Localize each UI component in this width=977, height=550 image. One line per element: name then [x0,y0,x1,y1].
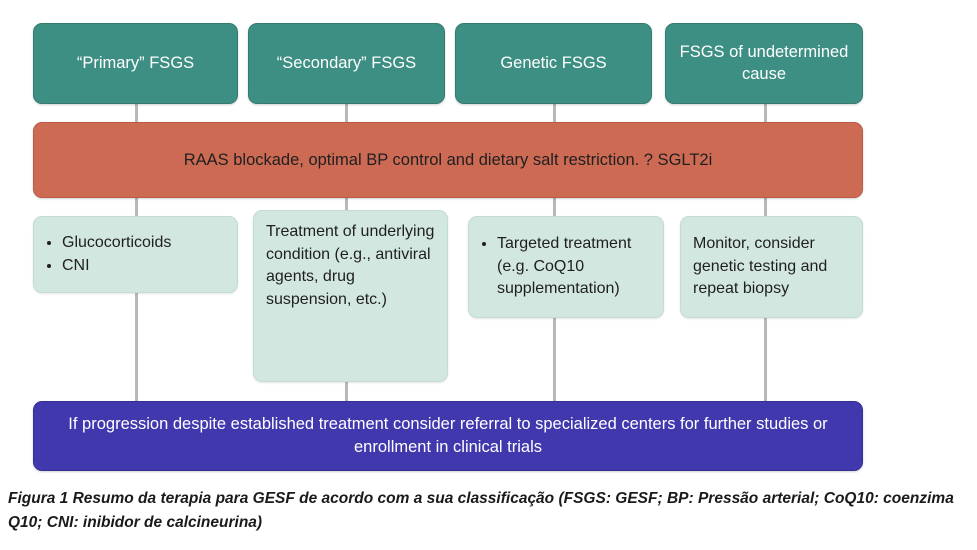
list-item: Glucocorticoids [62,232,225,255]
treatment-box-primary[interactable]: Glucocorticoids CNI [33,216,238,293]
category-box-primary-fsgs[interactable]: “Primary” FSGS [33,23,238,104]
figure-caption: Figura 1 Resumo da terapia para GESF de … [8,490,954,532]
treatment-content-undetermined: Monitor, consider genetic testing and re… [693,233,850,301]
general-measures-text: RAAS blockade, optimal BP control and di… [183,150,713,169]
treatment-list-genetic: Targeted treatment (e.g. CoQ10 supplemen… [481,233,651,301]
treatment-list-primary: Glucocorticoids CNI [46,232,225,277]
connector-cat1-to-banner [135,103,138,127]
category-label-primary-fsgs: “Primary” FSGS [76,53,195,72]
treatment-text-secondary: Treatment of underlying condition (e.g.,… [266,223,435,309]
treatment-box-genetic[interactable]: Targeted treatment (e.g. CoQ10 supplemen… [468,216,664,318]
category-box-secondary-fsgs[interactable]: “Secondary” FSGS [248,23,445,104]
treatment-box-undetermined[interactable]: Monitor, consider genetic testing and re… [680,216,863,318]
connector-banner-to-treat1 [135,197,138,221]
connector-banner-to-treat2 [345,197,348,221]
category-box-genetic-fsgs[interactable]: Genetic FSGS [455,23,652,104]
category-label-undetermined-cause: FSGS of undetermined cause [679,43,849,83]
connector-cat2-to-banner [345,103,348,127]
treatment-box-secondary[interactable]: Treatment of underlying condition (e.g.,… [253,210,448,382]
connector-treat3-to-escalation [553,317,556,402]
connector-banner-to-treat3 [553,197,556,221]
connector-treat4-to-escalation [764,317,767,402]
connector-banner-to-treat4 [764,197,767,221]
list-item: Targeted treatment (e.g. CoQ10 supplemen… [497,233,651,301]
escalation-text: If progression despite established treat… [68,415,828,456]
escalation-banner[interactable]: If progression despite established treat… [33,401,863,471]
category-label-genetic-fsgs: Genetic FSGS [500,53,607,72]
connector-treat2-to-escalation [345,378,348,402]
connector-cat3-to-banner [553,103,556,127]
general-measures-banner[interactable]: RAAS blockade, optimal BP control and di… [33,122,863,198]
list-item: CNI [62,255,225,278]
category-box-undetermined-cause[interactable]: FSGS of undetermined cause [665,23,863,104]
treatment-content-primary: Glucocorticoids CNI [46,232,225,277]
treatment-text-undetermined: Monitor, consider genetic testing and re… [693,234,828,298]
treatment-content-genetic: Targeted treatment (e.g. CoQ10 supplemen… [481,233,651,301]
category-label-secondary-fsgs: “Secondary” FSGS [276,53,417,72]
connector-treat1-to-escalation [135,290,138,402]
connector-cat4-to-banner [764,103,767,127]
treatment-content-secondary: Treatment of underlying condition (e.g.,… [266,221,435,312]
